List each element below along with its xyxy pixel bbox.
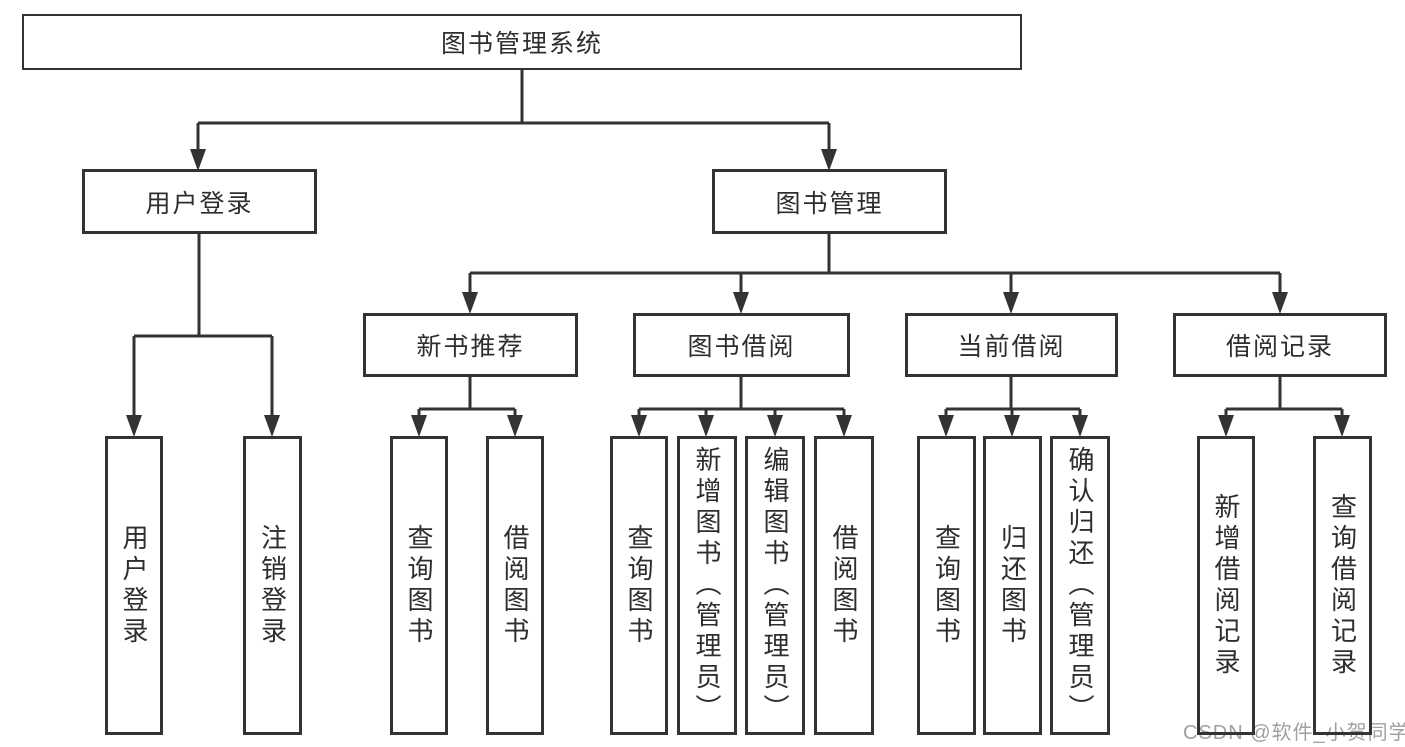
node-leaf-add-books-admin: 新增图书（管理员）: [677, 436, 737, 735]
node-leaf-confirm-return-admin: 确认归还（管理员）: [1050, 436, 1110, 735]
node-user-login: 用户登录: [82, 169, 317, 234]
node-label: 查询图书: [404, 523, 434, 648]
node-label: 用户登录: [145, 189, 254, 218]
connector-paths: [132, 69, 1344, 420]
node-leaf-query-books-recommend: 查询图书: [390, 436, 448, 735]
node-label: 查询图书: [931, 523, 962, 648]
node-library-system: 图书管理系统: [22, 14, 1022, 70]
node-current-borrowing: 当前借阅: [905, 313, 1118, 377]
node-label: 借阅图书: [829, 523, 859, 648]
node-leaf-query-borrow-record: 查询借阅记录: [1313, 436, 1372, 735]
node-label: 图书借阅: [687, 333, 796, 361]
node-label: 注销登录: [257, 523, 288, 648]
node-label: 图书管理系统: [440, 30, 603, 58]
node-label: 借阅图书: [500, 523, 530, 648]
connector-arrowheads: [126, 149, 1350, 437]
node-book-management: 图书管理: [712, 169, 947, 234]
node-leaf-query-books-current: 查询图书: [917, 436, 976, 735]
node-book-borrowing: 图书借阅: [633, 313, 850, 377]
node-label: 借阅记录: [1225, 333, 1334, 361]
node-label: 查询图书: [624, 523, 654, 648]
node-label: 当前借阅: [957, 333, 1066, 361]
watermark: CSDN @软件_小贺同学: [1183, 722, 1405, 744]
node-label: 查询借阅记录: [1327, 492, 1358, 679]
node-leaf-query-books-borrow: 查询图书: [610, 436, 668, 735]
node-label: 编辑图书（管理员）: [760, 446, 790, 725]
node-leaf-edit-books-admin: 编辑图书（管理员）: [745, 436, 805, 735]
node-label: 用户登录: [119, 523, 149, 648]
node-label: 归还图书: [997, 523, 1028, 648]
node-borrowing-records: 借阅记录: [1173, 313, 1387, 377]
node-new-book-recommend: 新书推荐: [363, 313, 578, 377]
node-label: 确认归还（管理员）: [1065, 446, 1095, 725]
node-label: 新增借阅记录: [1211, 492, 1241, 679]
node-label: 新书推荐: [416, 333, 525, 361]
node-leaf-add-borrow-record: 新增借阅记录: [1197, 436, 1255, 735]
node-leaf-borrow-books: 借阅图书: [814, 436, 874, 735]
node-leaf-user-login: 用户登录: [105, 436, 163, 735]
node-leaf-logout: 注销登录: [243, 436, 302, 735]
node-label: 新增图书（管理员）: [692, 446, 722, 725]
node-leaf-borrow-books-recommend: 借阅图书: [486, 436, 544, 735]
node-label: 图书管理: [775, 189, 884, 218]
node-leaf-return-books: 归还图书: [983, 436, 1042, 735]
